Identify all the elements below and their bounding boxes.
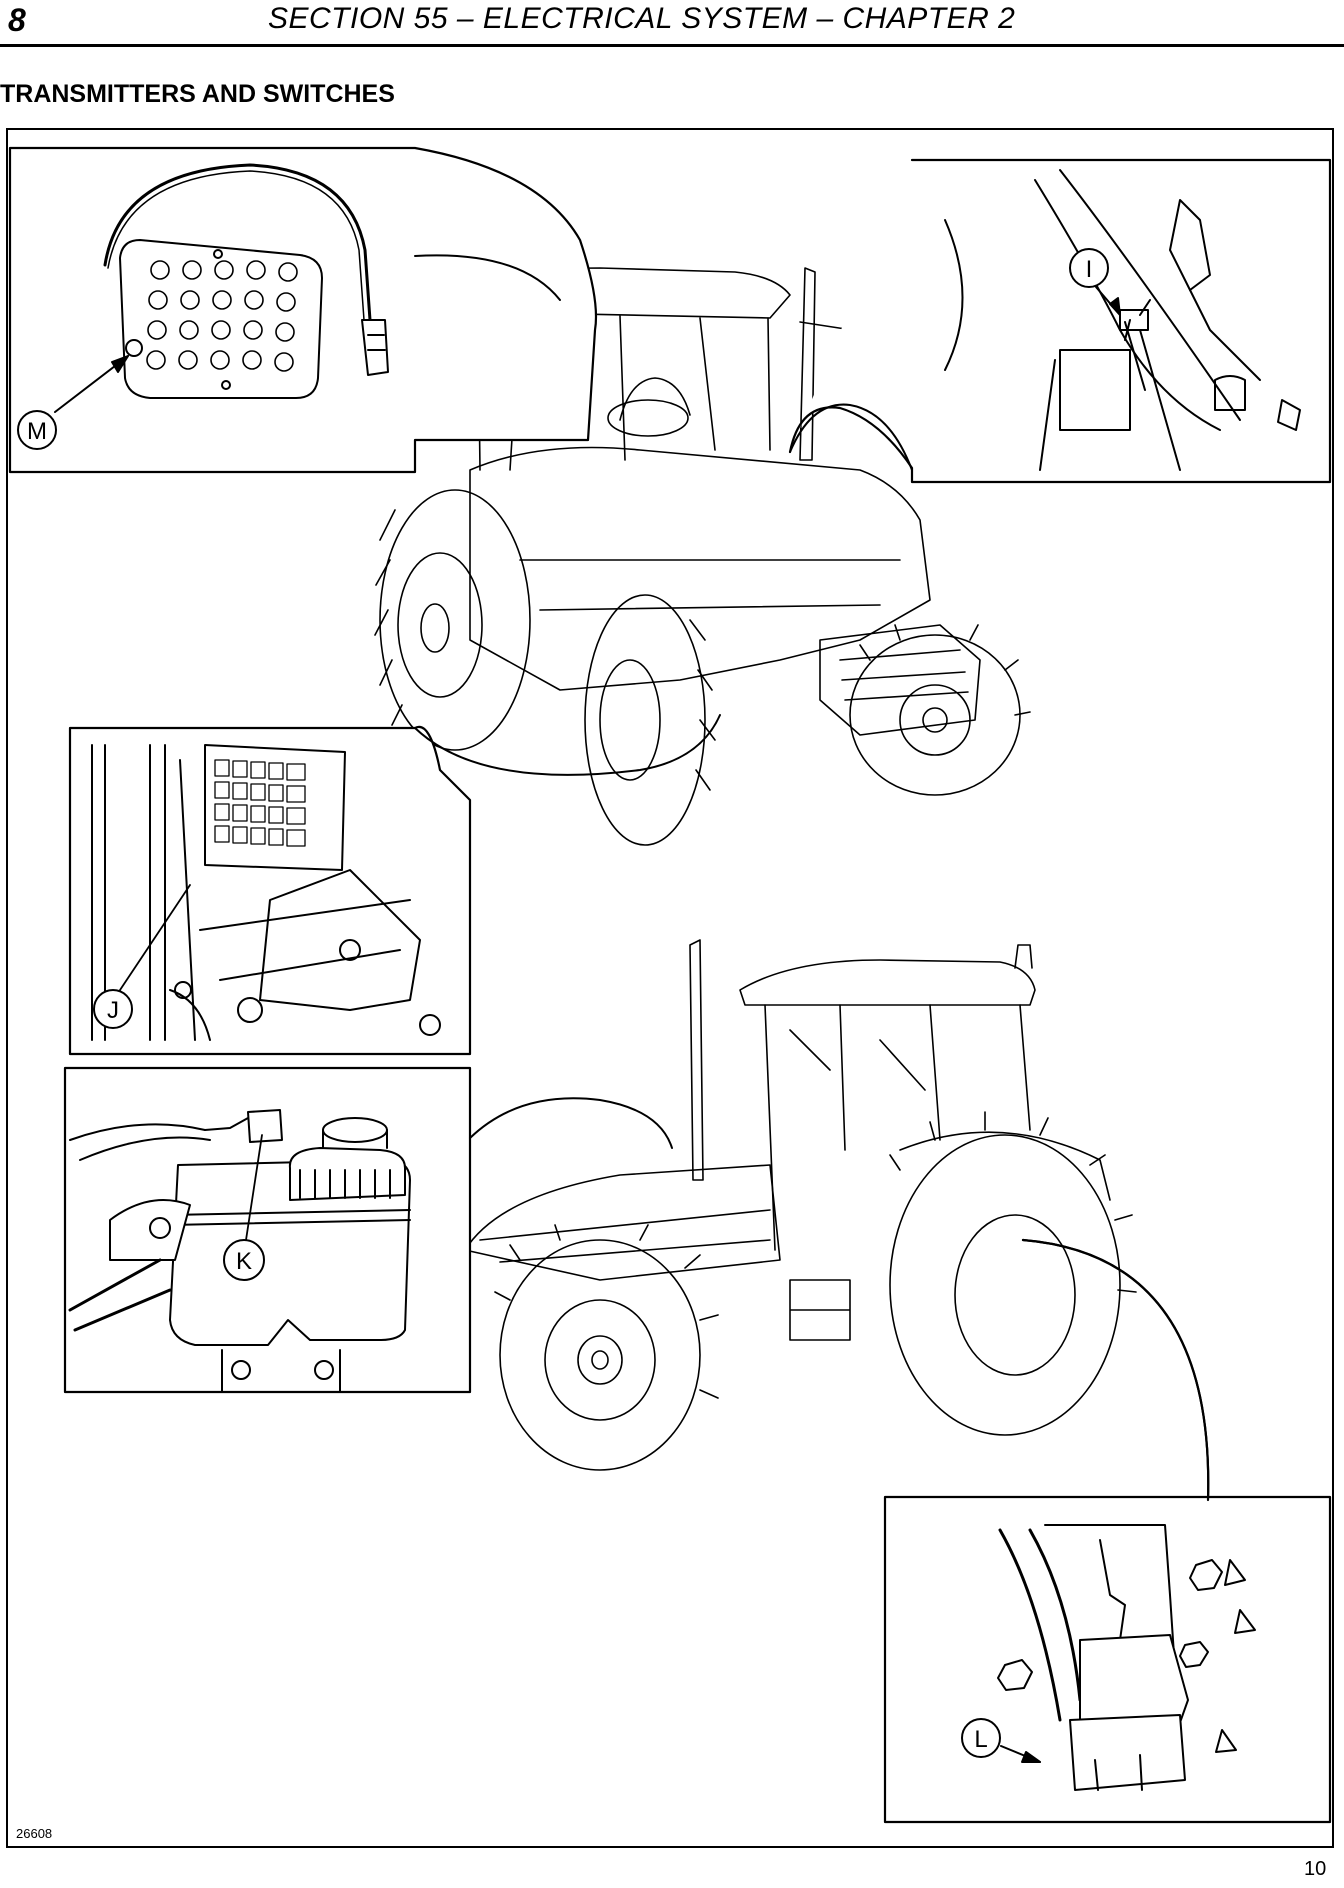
- tractor-side-view: [454, 939, 1137, 1471]
- figure-frame: [6, 128, 1334, 1848]
- callout-l-circle: [961, 1718, 1001, 1758]
- callout-l-label: L: [974, 1726, 987, 1753]
- callout-k-circle: [223, 1239, 265, 1281]
- figure-number: 26608: [16, 1826, 53, 1841]
- section-title: SECTION 55 – ELECTRICAL SYSTEM – CHAPTER…: [268, 2, 1016, 35]
- callout-i-circle: [1069, 248, 1109, 288]
- callout-k-label: K: [236, 1248, 252, 1275]
- page-number: 8: [8, 2, 26, 38]
- callout-i-label: I: [1086, 256, 1093, 283]
- callout-m-label: M: [27, 418, 47, 445]
- callout-m-circle: [17, 410, 57, 450]
- callout-j-label: J: [107, 997, 119, 1024]
- detail-panel-i: [788, 158, 1332, 484]
- callout-j-circle: [93, 989, 133, 1029]
- detail-panel-m: [8, 146, 598, 474]
- figure-sequence-number: 10: [1304, 1858, 1327, 1880]
- page-heading: TRANSMITTERS AND SWITCHES: [0, 80, 395, 108]
- detail-panel-j: [68, 714, 721, 1056]
- detail-panel-k: [63, 1066, 673, 1394]
- header-rule: [0, 44, 1344, 47]
- detail-panel-l: [883, 1238, 1332, 1824]
